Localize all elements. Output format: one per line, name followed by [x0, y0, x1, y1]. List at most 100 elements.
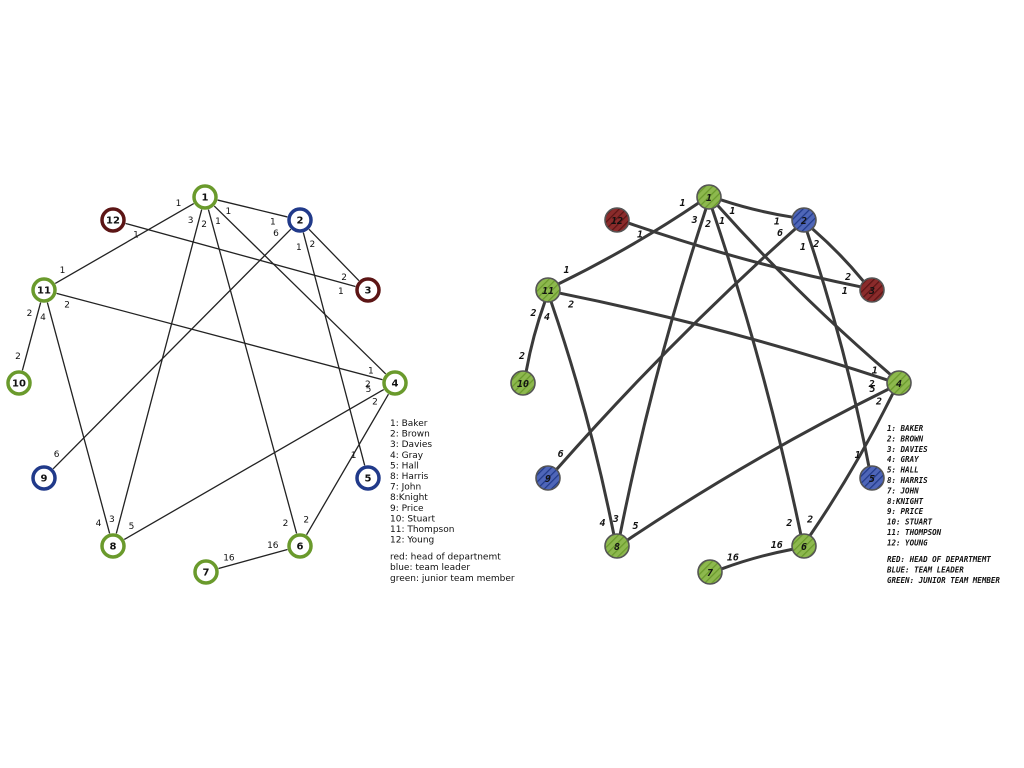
- legend-role-2: blue: team leader: [390, 563, 470, 573]
- edge-weight-12-3-a: 1: [637, 230, 643, 241]
- node-1: 1: [696, 184, 722, 210]
- node-label-9: 9: [41, 474, 48, 485]
- node-8: 8: [604, 533, 630, 559]
- legend-name-8: 8:Knight: [390, 493, 428, 503]
- node-label-1: 1: [202, 193, 209, 204]
- edge-11-8: [46, 302, 111, 534]
- legend-name-11: 11: THOMPSON: [887, 528, 942, 537]
- edge-weight-11-8-b: 4: [96, 519, 102, 529]
- node-10: 10: [510, 370, 536, 396]
- edge-12-3: [125, 222, 356, 288]
- edge-weight-1-4-b: 1: [872, 366, 878, 377]
- node-label-6: 6: [297, 542, 304, 553]
- node-label-3: 3: [365, 286, 372, 297]
- legend-name-2: 2: Brown: [390, 430, 430, 440]
- node-10: 10: [6, 370, 32, 396]
- legend-role-3: GREEN: JUNIOR TEAM MEMBER: [887, 576, 1000, 585]
- edge-weight-11-4-a: 2: [64, 300, 70, 310]
- edge-weight-1-6-b: 2: [785, 518, 792, 529]
- edge-weight-4-6-b: 2: [806, 515, 813, 526]
- node-label-2: 2: [297, 216, 304, 227]
- edge-1-6: [710, 208, 803, 535]
- edge-weight-2-5-b: 1: [855, 450, 861, 461]
- edge-weight-1-6-b: 2: [283, 519, 289, 529]
- node-label-9: 9: [545, 474, 551, 485]
- edge-1-4: [716, 204, 892, 376]
- node-label-1: 1: [706, 193, 712, 204]
- node-label-10: 10: [517, 379, 529, 390]
- legend-name-4: 4: GRAY: [887, 455, 919, 464]
- legend-name-8: 8:KNIGHT: [887, 497, 924, 506]
- node-circle-1: [192, 184, 218, 210]
- edge-2-3: [811, 227, 865, 283]
- node-circle-8: [100, 533, 126, 559]
- node-12: 12: [604, 207, 630, 233]
- node-circle-9: [535, 465, 561, 491]
- legend-role-2: BLUE: TEAM LEADER: [886, 565, 964, 574]
- legend-name-3: 3: Davies: [390, 440, 432, 450]
- edge-weight-6-7-a: 16: [267, 541, 279, 551]
- node-11: 11: [535, 277, 561, 303]
- edge-weight-1-2-a: 1: [226, 207, 232, 217]
- legend-name-3: 3: DAVIES: [886, 445, 928, 454]
- legend-role-3: green: junior team member: [390, 574, 515, 584]
- node-circle-2: [791, 207, 817, 233]
- edge-weight-2-5-b: 1: [351, 451, 357, 461]
- edge-2-5: [302, 232, 366, 466]
- edge-weight-1-11-b: 1: [60, 266, 66, 276]
- edge-6-7: [721, 547, 793, 571]
- edge-weight-1-6-a: 2: [704, 219, 711, 230]
- sketch-network-graph: 1111332211226611112222445522161612345678…: [510, 184, 912, 585]
- node-11: 11: [31, 277, 57, 303]
- edge-weight-6-7-b: 16: [223, 553, 235, 563]
- node-circle-12: [100, 207, 126, 233]
- edge-weight-2-5-a: 1: [296, 243, 302, 253]
- node-3: 3: [859, 277, 885, 303]
- edge-1-6: [207, 209, 298, 534]
- edge-weight-2-3-b: 2: [844, 272, 851, 283]
- node-circle-3: [859, 277, 885, 303]
- node-circle-6: [791, 533, 817, 559]
- edge-weight-2-3-b: 2: [341, 273, 347, 283]
- node-circle-9: [31, 465, 57, 491]
- node-1: 1: [192, 184, 218, 210]
- edge-weight-4-8-b: 5: [129, 522, 135, 532]
- node-circle-6: [287, 533, 313, 559]
- node-label-12: 12: [106, 216, 120, 227]
- node-5: 5: [355, 465, 381, 491]
- edge-6-7: [218, 548, 288, 570]
- node-label-3: 3: [868, 286, 875, 297]
- edge-weight-11-4-b: 2: [868, 379, 875, 390]
- node-circle-10: [6, 370, 32, 396]
- edge-weight-1-8-b: 3: [109, 515, 115, 525]
- node-label-7: 7: [203, 568, 210, 579]
- edge-weight-1-4-a: 1: [719, 216, 725, 227]
- node-7: 7: [697, 559, 723, 585]
- node-circle-4: [886, 370, 912, 396]
- node-circle-5: [355, 465, 381, 491]
- node-12: 12: [100, 207, 126, 233]
- edge-2-5: [805, 231, 871, 467]
- legend-name-7: 7: John: [390, 483, 421, 493]
- edge-weight-11-8-a: 4: [40, 313, 46, 323]
- node-label-8: 8: [110, 542, 117, 553]
- node-label-6: 6: [801, 542, 807, 553]
- edge-weight-1-11-a: 1: [679, 198, 685, 209]
- node-3: 3: [355, 277, 381, 303]
- edge-weight-11-8-b: 4: [599, 518, 605, 529]
- legend-name-10: 10: STUART: [887, 518, 933, 527]
- edge-weight-4-8-a: 5: [366, 385, 372, 395]
- edge-2-9: [52, 228, 292, 470]
- node-circle-12: [604, 207, 630, 233]
- edge-weight-1-2-a: 1: [729, 206, 735, 217]
- edge-weight-1-8-a: 3: [691, 215, 698, 226]
- edge-weight-11-10-b: 2: [518, 351, 525, 362]
- edge-weight-11-10-b: 2: [15, 352, 21, 362]
- node-label-11: 11: [542, 286, 554, 297]
- edge-4-6: [809, 392, 894, 537]
- legend-name-5: 5: Hall: [390, 461, 419, 471]
